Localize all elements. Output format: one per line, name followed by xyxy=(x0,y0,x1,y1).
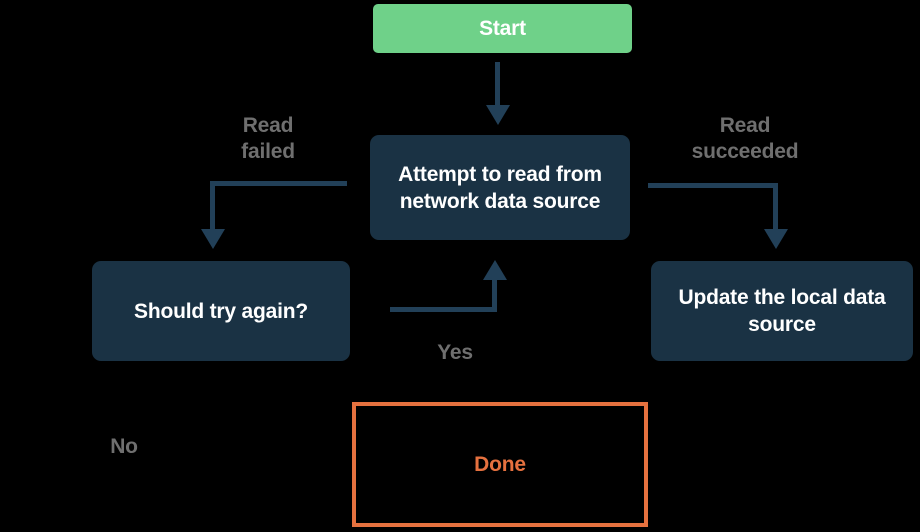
read-succeeded-label: Read succeeded xyxy=(691,114,799,163)
no-label: No xyxy=(110,435,138,458)
done-node: Done xyxy=(352,402,648,527)
arrowhead-down-icon xyxy=(764,229,788,249)
edge-start-to-attempt xyxy=(495,62,500,106)
attempt-read-node: Attempt to read from network data source xyxy=(370,135,630,240)
edge-read-succeeded xyxy=(648,183,778,188)
yes-label: Yes xyxy=(437,341,473,364)
arrowhead-down-icon xyxy=(201,229,225,249)
read-failed-label: Read failed xyxy=(241,114,295,163)
edge-read-failed xyxy=(210,181,215,230)
arrowhead-up-icon xyxy=(483,260,507,280)
arrowhead-down-icon xyxy=(486,105,510,125)
edge-read-succeeded xyxy=(773,183,778,230)
edge-yes xyxy=(390,307,497,312)
update-local-data-node: Update the local data source xyxy=(651,261,913,361)
should-try-again-node: Should try again? xyxy=(92,261,350,361)
edge-yes xyxy=(492,280,497,312)
start-node: Start xyxy=(373,4,632,53)
edge-read-failed xyxy=(210,181,347,186)
